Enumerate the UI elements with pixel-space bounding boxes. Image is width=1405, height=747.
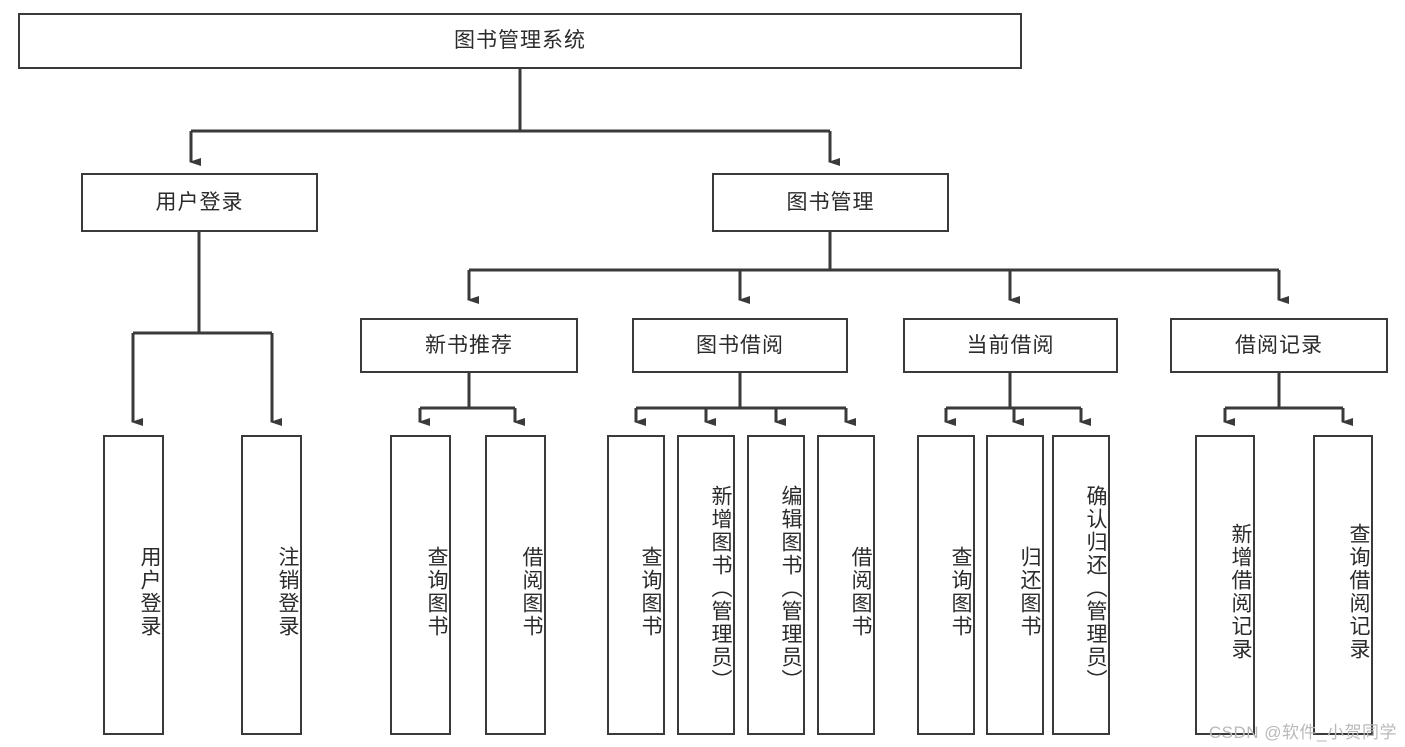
node-current-borrow-label: 当前借阅 (966, 333, 1055, 357)
leaf-records-add-record[interactable]: 新增借阅记录 (1195, 435, 1255, 735)
node-new-book-recommend[interactable]: 新书推荐 (360, 318, 578, 373)
node-borrow-records[interactable]: 借阅记录 (1170, 318, 1388, 373)
leaf-borrow-add-book-admin[interactable]: 新增图书（管理员） (677, 435, 735, 735)
leaf-recommend-query-book[interactable]: 查询图书 (390, 435, 451, 735)
leaf-records-query-record[interactable]: 查询借阅记录 (1313, 435, 1373, 735)
leaf-current-query-book[interactable]: 查询图书 (917, 435, 975, 735)
leaf-records-query-record-label: 查询借阅记录 (1347, 523, 1370, 661)
leaf-user-login-signout[interactable]: 注销登录 (241, 435, 302, 735)
leaf-borrow-query-book-label: 查询图书 (639, 546, 662, 638)
leaf-current-confirm-return-admin[interactable]: 确认归还（管理员） (1052, 435, 1110, 735)
leaf-borrow-edit-book-admin[interactable]: 编辑图书（管理员） (747, 435, 805, 735)
leaf-current-return-book[interactable]: 归还图书 (986, 435, 1044, 735)
leaf-records-add-record-label: 新增借阅记录 (1229, 523, 1252, 661)
node-book-management[interactable]: 图书管理 (712, 173, 949, 232)
node-current-borrow[interactable]: 当前借阅 (903, 318, 1118, 373)
leaf-user-login-signin-label: 用户登录 (138, 546, 161, 638)
leaf-current-query-book-label: 查询图书 (949, 546, 972, 638)
leaf-borrow-borrow-book-label: 借阅图书 (849, 546, 872, 638)
leaf-recommend-query-book-label: 查询图书 (425, 546, 448, 638)
leaf-borrow-edit-book-admin-label: 编辑图书（管理员） (779, 484, 802, 692)
leaf-current-confirm-return-admin-label: 确认归还（管理员） (1084, 484, 1107, 692)
leaf-borrow-query-book[interactable]: 查询图书 (607, 435, 665, 735)
node-new-book-recommend-label: 新书推荐 (425, 333, 513, 357)
node-book-borrow-label: 图书借阅 (696, 333, 784, 357)
node-book-management-label: 图书管理 (786, 190, 875, 214)
node-borrow-records-label: 借阅记录 (1235, 333, 1323, 357)
leaf-recommend-borrow-book[interactable]: 借阅图书 (485, 435, 546, 735)
csdn-watermark: CSDN @软件_小贺同学 (1208, 723, 1397, 742)
node-user-login[interactable]: 用户登录 (81, 173, 318, 232)
leaf-borrow-add-book-admin-label: 新增图书（管理员） (709, 484, 732, 692)
leaf-user-login-signin[interactable]: 用户登录 (103, 435, 164, 735)
leaf-current-return-book-label: 归还图书 (1018, 546, 1041, 638)
node-book-borrow[interactable]: 图书借阅 (632, 318, 848, 373)
leaf-borrow-borrow-book[interactable]: 借阅图书 (817, 435, 875, 735)
leaf-user-login-signout-label: 注销登录 (276, 546, 299, 638)
node-user-login-label: 用户登录 (155, 190, 244, 214)
node-root-label: 图书管理系统 (454, 29, 586, 53)
leaf-recommend-borrow-book-label: 借阅图书 (520, 546, 543, 638)
node-root[interactable]: 图书管理系统 (18, 13, 1022, 69)
